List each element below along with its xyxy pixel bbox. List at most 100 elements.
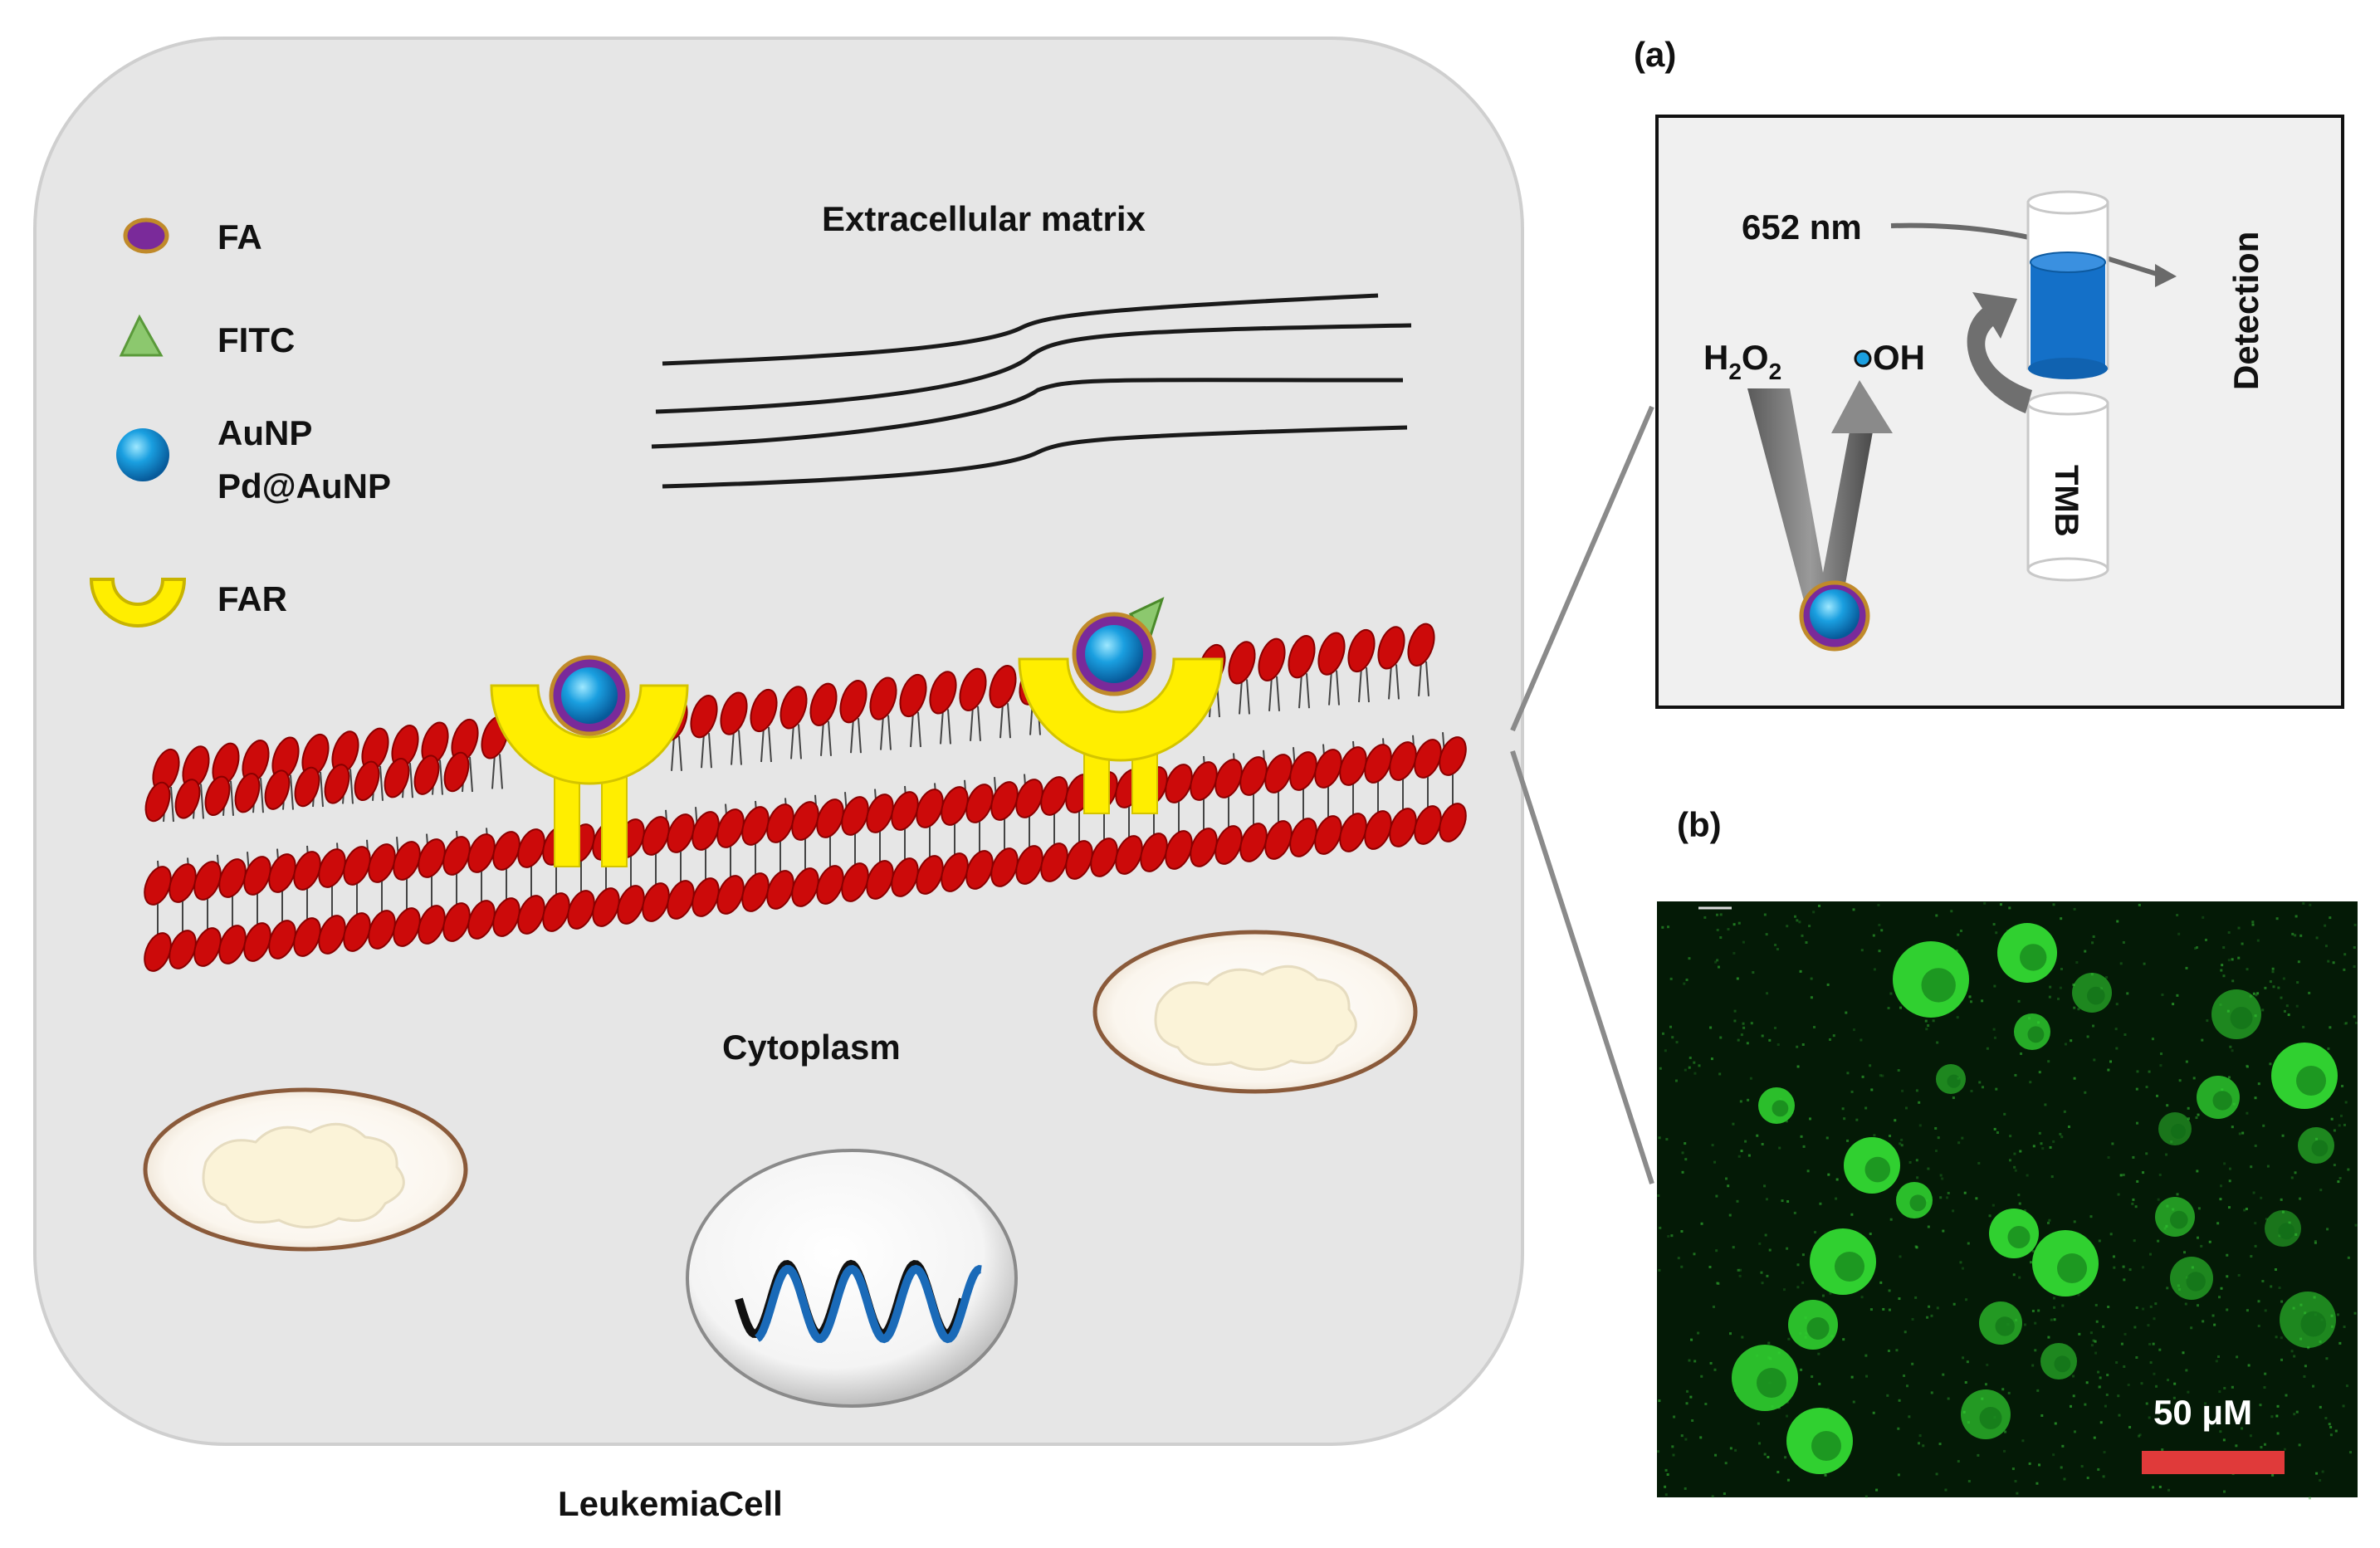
noise-speck <box>1714 960 1718 964</box>
noise-speck <box>1766 1274 1769 1277</box>
noise-speck <box>2136 1121 2139 1125</box>
scale-bar <box>2142 1451 2285 1474</box>
noise-speck <box>2254 1222 2257 1225</box>
noise-speck <box>1952 1096 1955 1100</box>
noise-speck <box>2148 1253 2152 1256</box>
noise-speck <box>1728 1213 1732 1217</box>
noise-speck <box>2020 1052 2023 1055</box>
noise-speck <box>1758 1242 1762 1245</box>
noise-speck <box>2343 1325 2346 1328</box>
lipid-tail <box>858 718 862 754</box>
noise-speck <box>2132 1198 2135 1201</box>
noise-speck <box>2280 996 2283 999</box>
noise-speck <box>2294 915 2298 918</box>
noise-speck <box>2283 1448 2286 1451</box>
noise-speck <box>2227 959 2231 962</box>
lipid-head <box>413 754 440 795</box>
noise-speck <box>2269 1062 2272 1066</box>
lipid-head <box>393 907 421 947</box>
lipid-tail <box>1425 661 1429 696</box>
noise-speck <box>2281 1134 2285 1137</box>
lipid-tail <box>887 715 892 750</box>
noise-speck <box>2185 966 2188 969</box>
lipid-tail <box>499 754 503 789</box>
noise-speck <box>2303 1375 2306 1378</box>
noise-speck <box>2294 1171 2297 1174</box>
lipid-head <box>517 895 545 935</box>
noise-speck <box>2158 1173 2162 1176</box>
catalysis-u-arrow-head <box>1831 380 1893 433</box>
noise-speck <box>2283 1009 2286 1013</box>
legend-fitc-label: FITC <box>217 320 295 359</box>
noise-speck <box>1935 1472 1938 1476</box>
noise-speck <box>1734 1448 1737 1452</box>
noise-speck <box>1732 923 1736 926</box>
noise-speck <box>2046 1221 2050 1224</box>
noise-speck <box>2222 974 2226 978</box>
lipid-tail <box>760 726 765 763</box>
lipid-head <box>467 900 496 940</box>
noise-speck <box>2182 1351 2185 1355</box>
lipid-head <box>442 836 471 876</box>
noise-speck <box>1956 1016 1959 1019</box>
oxidation-curved-arrow-head <box>1972 292 2017 339</box>
noise-speck <box>2308 991 2311 994</box>
noise-speck <box>1911 1362 1914 1365</box>
noise-speck <box>1900 1144 1904 1147</box>
noise-speck <box>1670 1234 1674 1238</box>
lipid-tail <box>170 786 174 823</box>
noise-speck <box>2227 1206 2231 1209</box>
receptor-1-cup <box>490 684 689 785</box>
noise-speck <box>1811 1375 1814 1379</box>
noise-speck <box>1741 1336 1744 1339</box>
noise-speck <box>1869 1308 1873 1311</box>
lipid-head <box>234 773 261 813</box>
lipid-head <box>1407 623 1435 667</box>
lipid-head <box>144 866 172 906</box>
noise-speck <box>2008 1159 2011 1162</box>
noise-speck <box>1927 1225 1930 1228</box>
noise-speck <box>1761 1143 1764 1146</box>
noise-speck <box>1904 1106 1908 1110</box>
lipid-head <box>965 784 994 823</box>
lipid-head <box>809 682 838 726</box>
oh-label: OH <box>1873 338 1925 377</box>
lipid-tail <box>1246 679 1250 715</box>
lipid-tail <box>910 711 914 748</box>
noise-speck <box>1688 1359 1691 1362</box>
vesicle-left <box>143 1087 468 1252</box>
noise-speck <box>2136 1070 2139 1073</box>
noise-speck <box>1773 1026 1776 1029</box>
noise-speck <box>2047 1336 2050 1339</box>
noise-speck <box>2173 1408 2177 1411</box>
noise-speck <box>1658 1136 1661 1140</box>
noise-speck <box>2123 1332 2127 1336</box>
noise-speck <box>2221 964 2224 967</box>
noise-speck <box>2073 907 2076 911</box>
noise-speck <box>1827 1173 1830 1176</box>
noise-speck <box>2304 1365 2307 1368</box>
lipid-head <box>492 831 520 871</box>
noise-speck <box>2222 946 2226 950</box>
lipid-tail <box>701 733 705 769</box>
noise-speck <box>2294 934 2297 937</box>
noise-speck <box>2120 1342 2123 1345</box>
lipid-head <box>1214 825 1243 865</box>
noise-speck <box>1872 934 1875 937</box>
noise-speck <box>1918 1442 1921 1445</box>
noise-speck <box>2122 1265 2125 1268</box>
noise-speck <box>2098 1239 2101 1243</box>
noise-speck <box>1684 1142 1687 1145</box>
aunp-legend-icon <box>116 428 169 481</box>
noise-speck <box>2194 947 2197 950</box>
noise-speck <box>1764 1233 1767 1237</box>
noise-speck <box>2285 1004 2289 1008</box>
noise-speck <box>1809 1117 1812 1121</box>
noise-speck <box>1869 1064 1872 1067</box>
noise-speck <box>2143 962 2146 965</box>
noise-speck <box>2280 1198 2283 1201</box>
noise-speck <box>1810 977 1813 980</box>
noise-speck <box>2151 1038 2154 1041</box>
noise-speck <box>1864 1495 1868 1498</box>
noise-speck <box>2270 1415 2274 1419</box>
